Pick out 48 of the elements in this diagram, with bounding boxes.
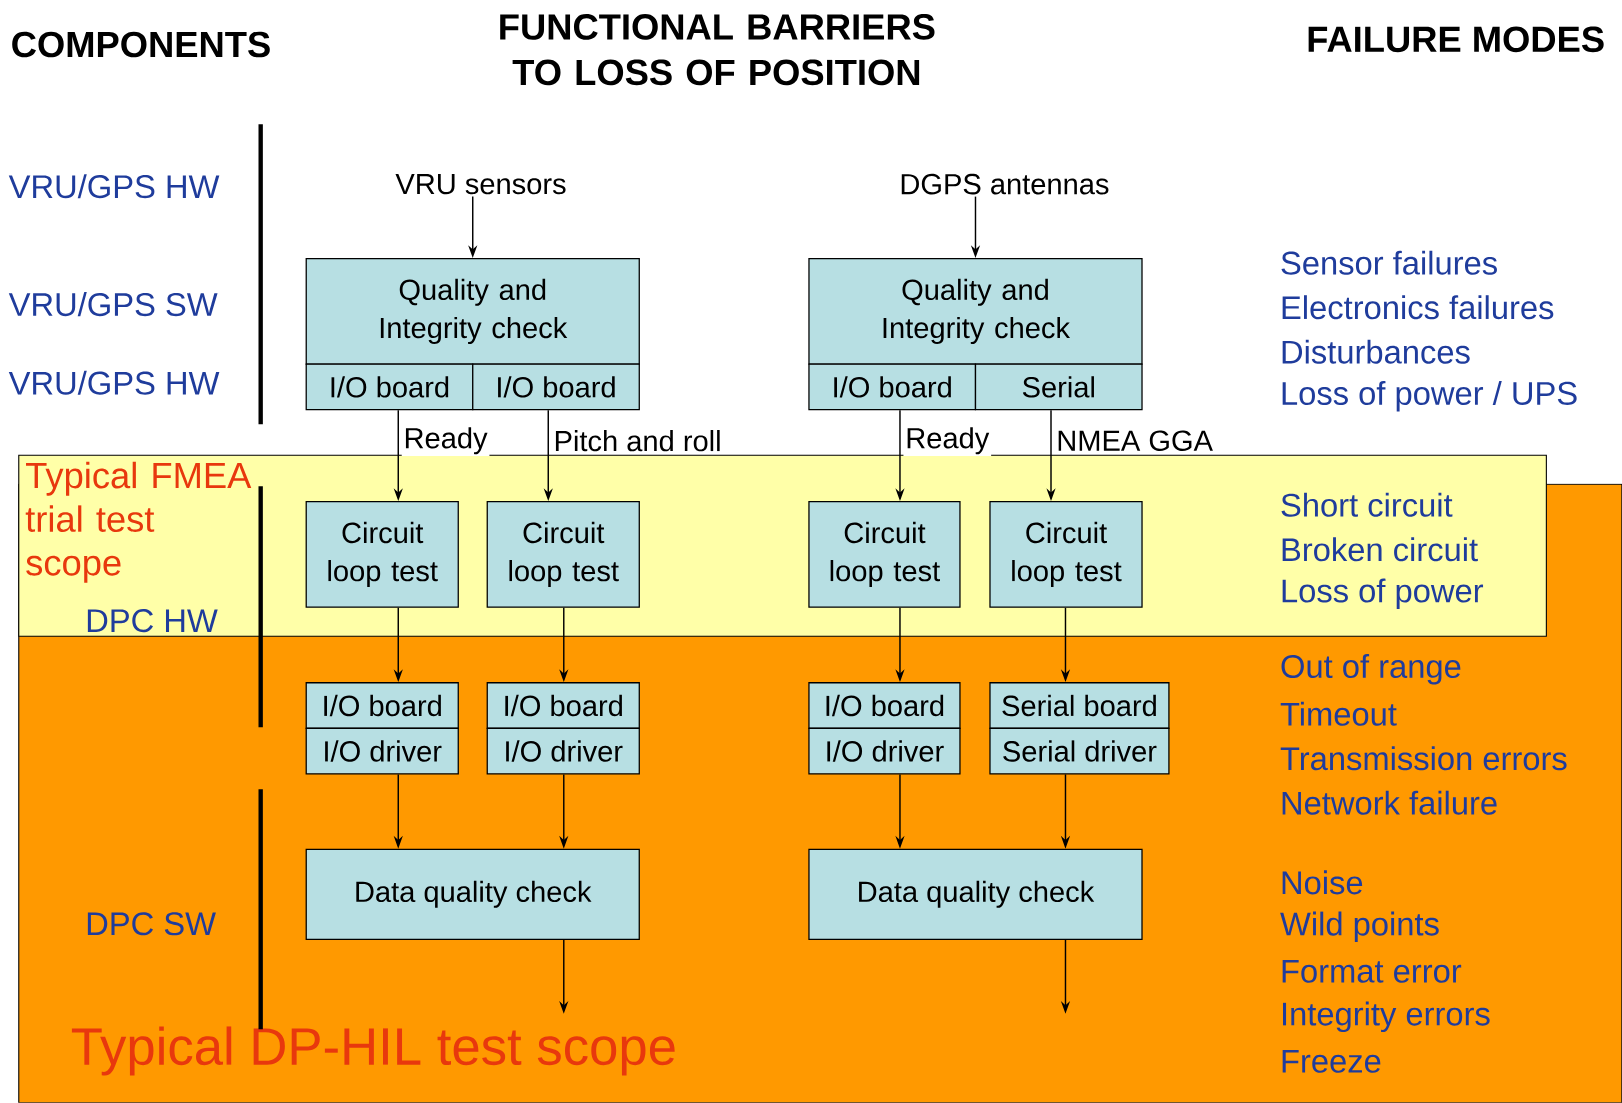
column-heading: FAILURE MODES <box>1308 26 1604 53</box>
side-label: Integrity errors <box>1283 1001 1490 1033</box>
board-cell: I/O board <box>472 363 640 411</box>
driver-cell: I/O driver <box>486 727 640 775</box>
side-label: Sensor failures <box>1281 250 1497 275</box>
board-cell: I/O board <box>305 682 459 730</box>
side-label: Timeout <box>1280 701 1397 726</box>
side-label: DPC SW <box>87 912 216 936</box>
driver-cell: I/O driver <box>808 727 961 775</box>
check-box: Data quality check <box>808 848 1143 941</box>
side-label: DPC HW <box>87 609 218 633</box>
side-label: VRU/GPS HW <box>8 174 220 199</box>
side-label: Freeze <box>1282 1050 1381 1073</box>
test-box: Circuit loop test <box>305 501 459 608</box>
board-cell: Serial board <box>989 682 1170 730</box>
side-label: Loss of power / UPS <box>1282 381 1577 412</box>
driver-cell: I/O driver <box>305 727 459 775</box>
check-box: Data quality check <box>305 848 640 941</box>
board-cell: Serial <box>974 363 1143 411</box>
side-label: VRU/GPS HW <box>8 370 220 395</box>
test-box: Circuit loop test <box>989 501 1143 608</box>
column-heading: FUNCTIONAL BARRIERS TO LOSS OF POSITION <box>500 14 935 86</box>
board-cell: I/O board <box>486 682 640 730</box>
edge-label: Ready <box>903 425 992 457</box>
column-heading: COMPONENTS <box>12 31 270 58</box>
side-label: Format error <box>1282 960 1462 983</box>
side-label: Loss of power <box>1282 578 1484 610</box>
side-label: Broken circuit <box>1282 537 1478 562</box>
side-label: Short circuit <box>1281 492 1453 517</box>
board-cell: I/O board <box>808 682 961 730</box>
side-label: Out of range <box>1281 654 1461 685</box>
side-label: Network failure <box>1282 790 1497 815</box>
source-label: DGPS antennas <box>901 174 1109 195</box>
side-label: Disturbances <box>1282 339 1470 364</box>
edge-label: Ready <box>401 425 490 457</box>
driver-cell: Serial driver <box>989 727 1170 775</box>
board-cell: I/O board <box>305 363 474 411</box>
side-label: Noise <box>1282 870 1363 895</box>
test-box: Circuit loop test <box>486 501 640 608</box>
side-label: Transmission errors <box>1280 746 1567 771</box>
edge-label: NMEA GGA <box>1054 428 1215 453</box>
test-box: Circuit loop test <box>808 501 961 608</box>
edge-label: Pitch and roll <box>551 428 724 454</box>
source-label: VRU sensors <box>395 174 566 195</box>
side-label: VRU/GPS SW <box>8 292 218 317</box>
side-label: Electronics failures <box>1282 295 1554 320</box>
board-cell: I/O board <box>808 363 977 411</box>
side-label: Wild points <box>1280 911 1439 943</box>
